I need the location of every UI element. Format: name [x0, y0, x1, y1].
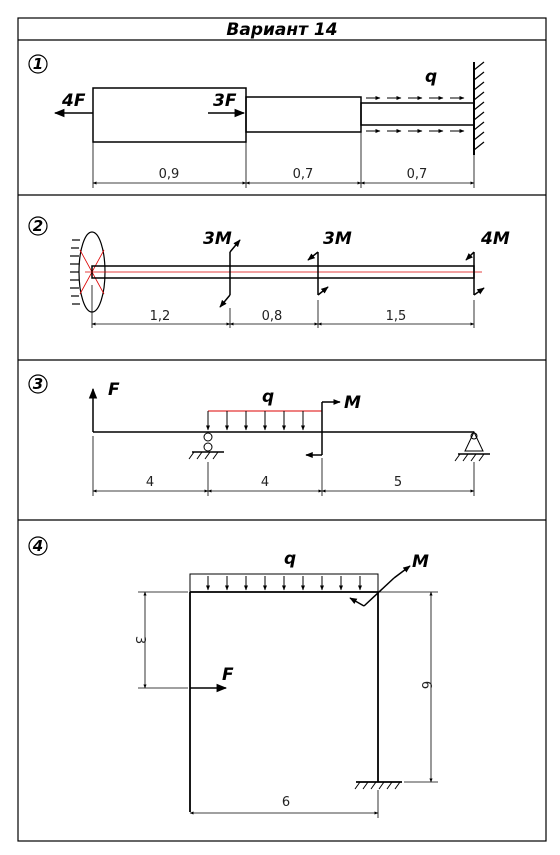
- torque-3m-1-icon: [219, 239, 241, 308]
- dimension-lines-1: [92, 125, 475, 188]
- force-f-label-4: F: [222, 665, 234, 685]
- problem-3-number: 3: [33, 375, 43, 393]
- problem-1-number-badge: 1: [28, 54, 48, 74]
- frame: [17, 17, 547, 842]
- dim-3-b: 4: [261, 475, 269, 490]
- frame-structure: [189, 591, 379, 812]
- dim-1-b: 0,7: [293, 167, 314, 182]
- force-4f-label: 4F: [61, 91, 86, 111]
- page-title: Вариант 14: [226, 20, 337, 40]
- moment-m-label-4: M: [412, 552, 429, 572]
- moment-m-icon: [305, 399, 341, 458]
- problem-4-number-badge: 4: [28, 536, 48, 556]
- distributed-axial-load-icon: [366, 96, 465, 133]
- moment-m-label-3: M: [344, 393, 361, 413]
- moment-m-icon-4: [349, 565, 411, 607]
- torque-4m-label: 4M: [480, 229, 510, 249]
- force-3f-label: 3F: [213, 91, 237, 111]
- problem-1: 1 4F 3F: [28, 54, 485, 188]
- problem-4-number: 4: [32, 537, 43, 555]
- dim-2-a: 1,2: [150, 309, 171, 324]
- torque-4m-icon: [465, 251, 485, 296]
- distributed-load-q-icon-4: [189, 573, 379, 593]
- dimension-lines-3: [92, 436, 475, 496]
- dim-1-a: 0,9: [159, 167, 180, 182]
- dim-4-bottom: 6: [282, 795, 290, 810]
- wall-support-icon: [473, 61, 485, 155]
- problem-2-number: 2: [33, 217, 43, 235]
- dim-3-a: 4: [146, 475, 154, 490]
- force-f-arrow-icon-4: F: [190, 665, 234, 693]
- dimension-lines-2: [91, 285, 475, 328]
- problem-4: 4 q M F: [28, 536, 438, 818]
- distributed-load-q-icon: [206, 410, 322, 431]
- torque-3m-1-label: 3M: [203, 229, 232, 249]
- problem-2: 2 3M 3M: [28, 216, 510, 328]
- force-3f-arrow-icon: 3F: [208, 91, 246, 118]
- torque-3m-2-label: 3M: [323, 229, 352, 249]
- shaft: [85, 265, 482, 279]
- dimension-lines-4: [138, 591, 438, 818]
- force-f-label: F: [108, 380, 120, 400]
- stepped-bar: [92, 87, 475, 143]
- problem-1-number: 1: [33, 55, 43, 73]
- roller-support-icon: [454, 430, 490, 462]
- dim-3-c: 5: [394, 475, 402, 490]
- load-q-label-4: q: [284, 549, 296, 569]
- dim-4-left: 3: [132, 636, 147, 644]
- force-f-arrow-icon: F: [88, 380, 120, 432]
- problem-3: 3 F q M: [28, 374, 490, 496]
- problem-3-number-badge: 3: [28, 374, 48, 394]
- problem-2-number-badge: 2: [28, 216, 48, 236]
- load-q-label-3: q: [262, 387, 274, 407]
- fixed-support-icon-4: [354, 781, 402, 790]
- load-q-label: q: [425, 67, 437, 87]
- pin-support-icon: [188, 432, 224, 460]
- torque-3m-2-icon: [307, 251, 329, 296]
- dim-2-b: 0,8: [262, 309, 283, 324]
- force-4f-arrow-icon: 4F: [53, 91, 93, 118]
- dim-1-c: 0,7: [407, 167, 428, 182]
- dim-2-c: 1,5: [386, 309, 407, 324]
- dim-4-right: 6: [418, 681, 433, 689]
